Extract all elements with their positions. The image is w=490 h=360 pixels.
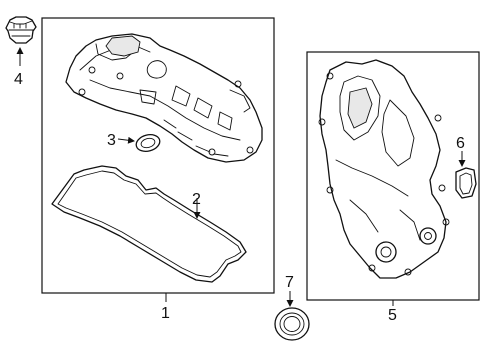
callout-5: 5 bbox=[388, 307, 397, 324]
callout-2: 2 bbox=[192, 191, 201, 208]
callout-1: 1 bbox=[161, 305, 170, 322]
valve-cover-gasket-part[interactable] bbox=[51, 165, 247, 283]
small-seal-part[interactable] bbox=[455, 167, 477, 199]
callout-4: 4 bbox=[14, 71, 23, 88]
oil-filler-cap-part[interactable] bbox=[5, 16, 37, 44]
callout-3: 3 bbox=[107, 132, 116, 149]
timing-cover-part[interactable] bbox=[318, 59, 450, 279]
seal-ring-part[interactable] bbox=[134, 132, 161, 154]
valve-cover-part[interactable] bbox=[65, 33, 263, 163]
valve-cover-group-frame bbox=[41, 17, 275, 294]
callout-7: 7 bbox=[285, 274, 294, 291]
callout-6: 6 bbox=[456, 135, 465, 152]
crankshaft-seal-part[interactable] bbox=[274, 307, 310, 341]
